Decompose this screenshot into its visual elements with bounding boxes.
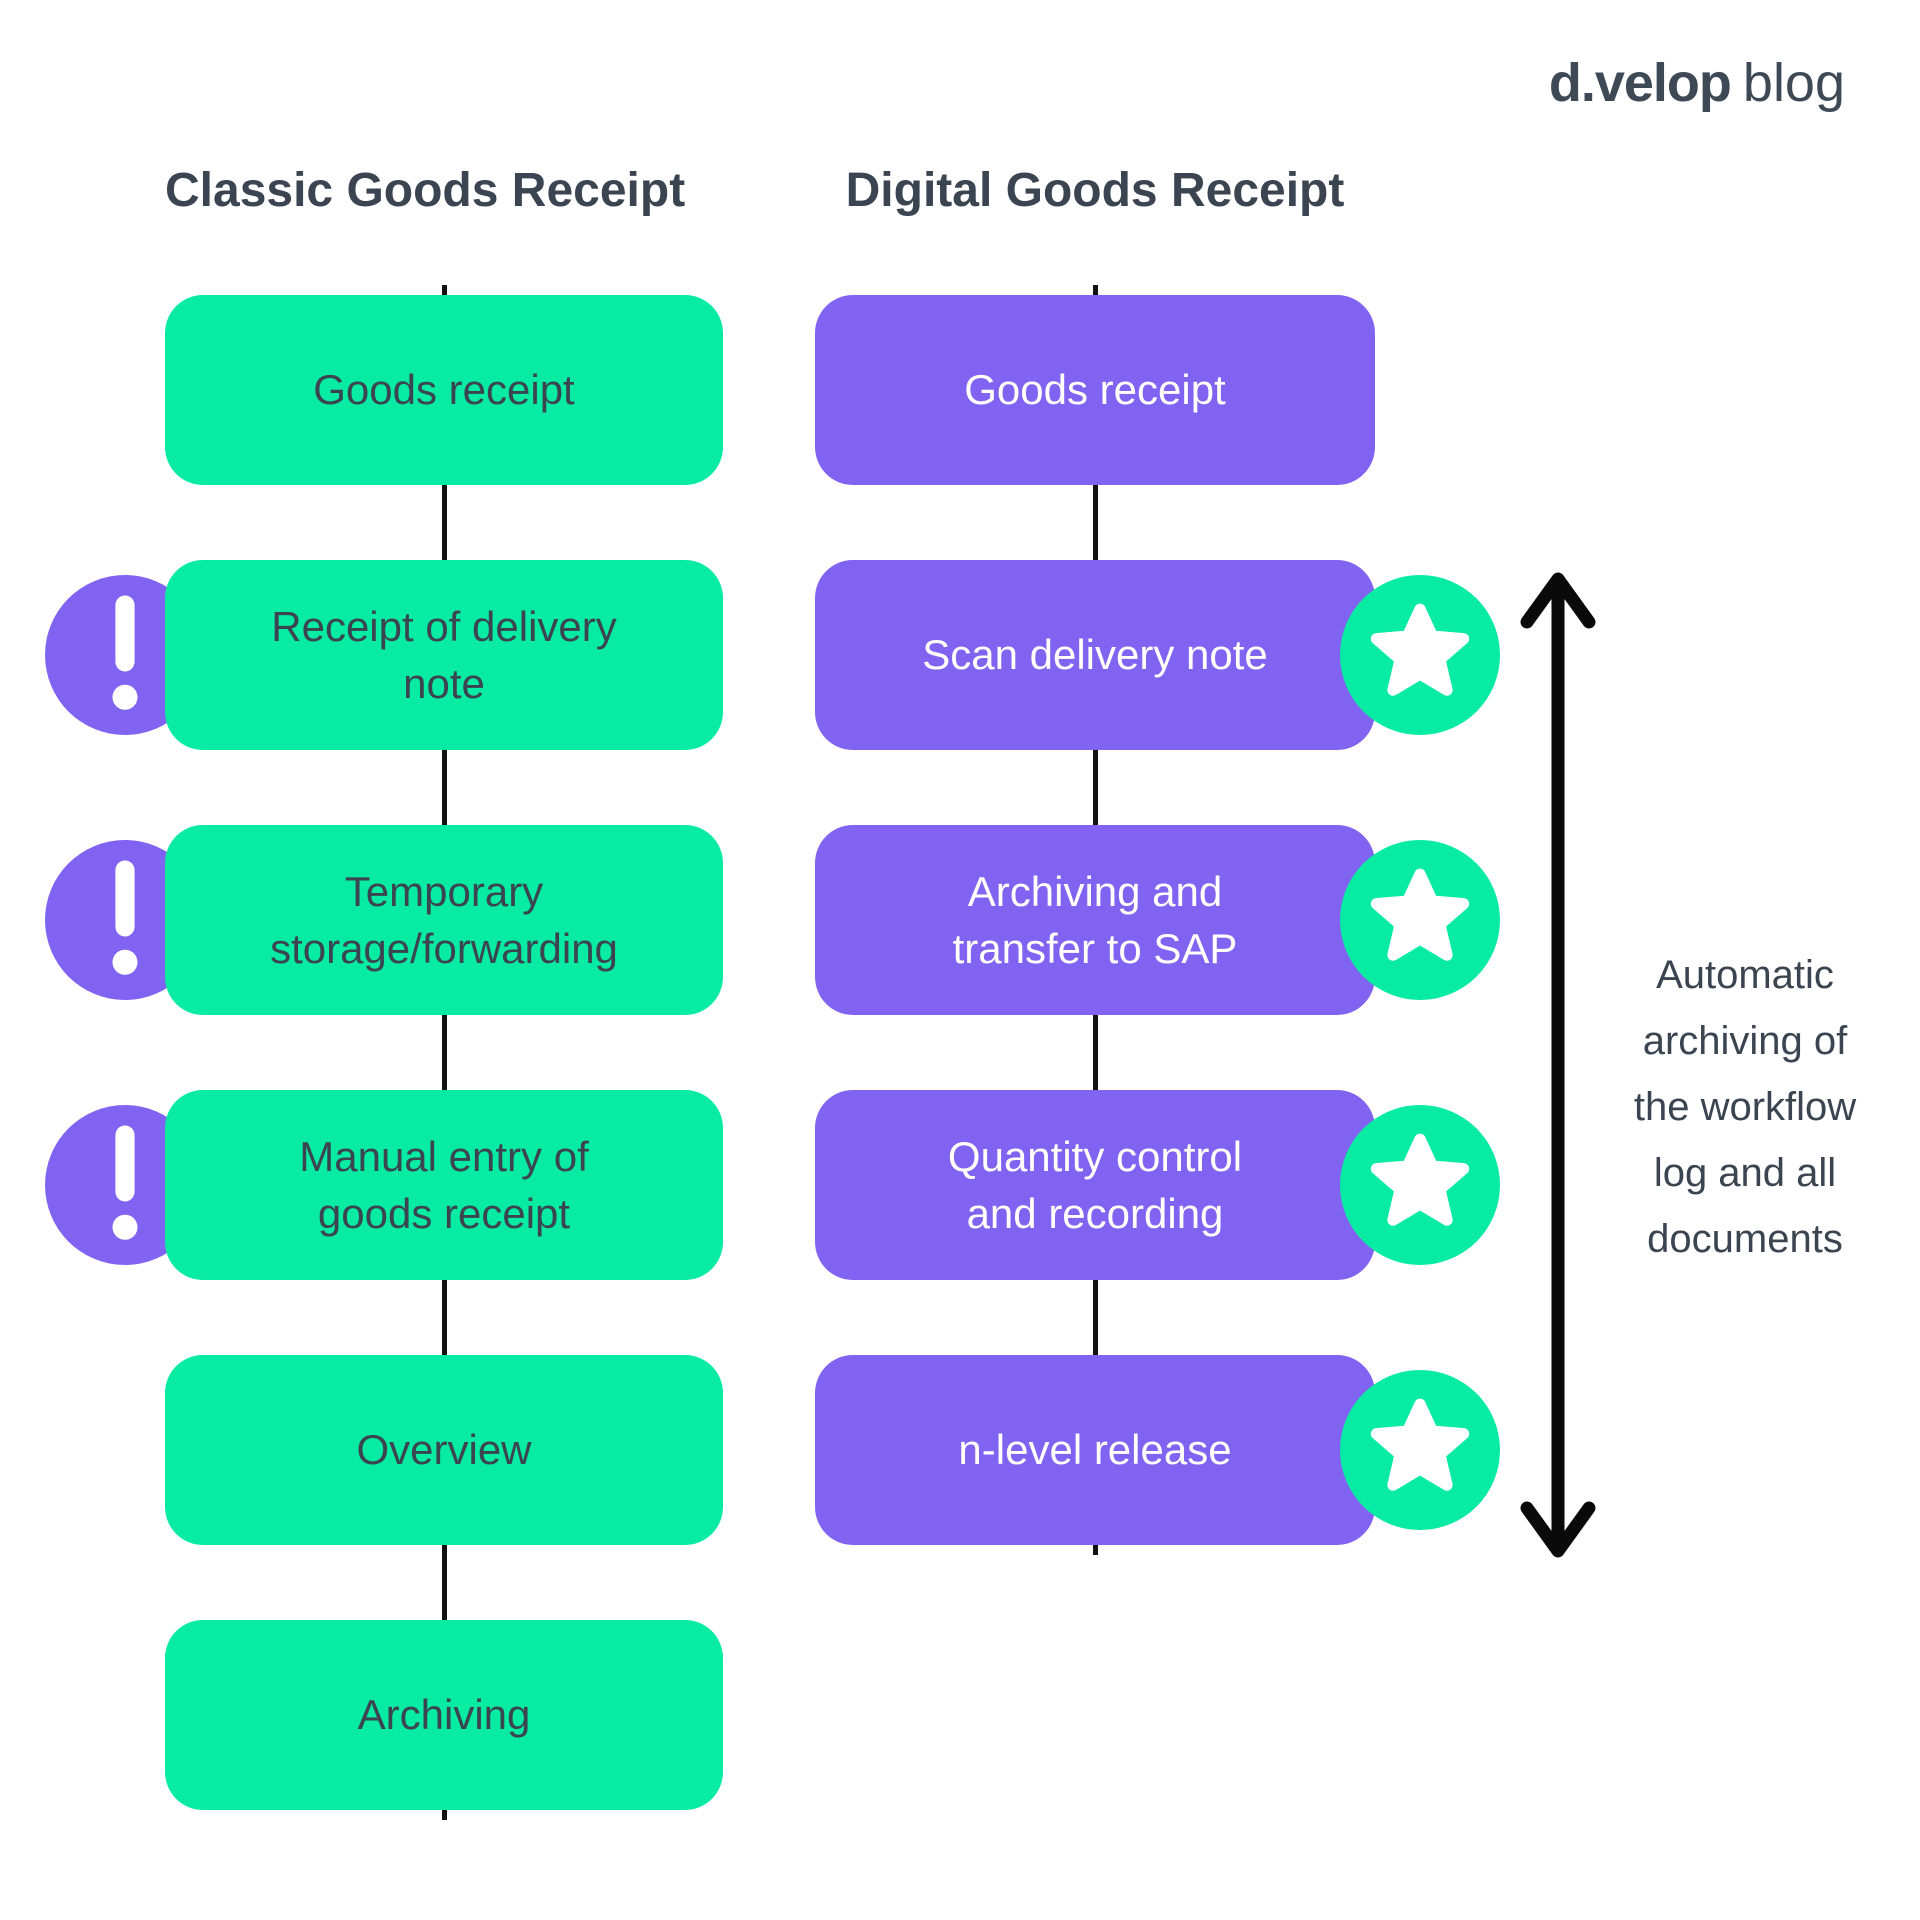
step-digital-n-level-release: n-level release — [815, 1355, 1375, 1545]
exclamation-icon — [101, 594, 149, 717]
step-digital-archiving-transfer-sap: Archiving and transfer to SAP — [815, 825, 1375, 1015]
star-badge — [1340, 840, 1500, 1000]
step-digital-quantity-control: Quantity control and recording — [815, 1090, 1375, 1280]
classic-column-title: Classic Goods Receipt — [165, 164, 686, 217]
star-badge — [1340, 1370, 1500, 1530]
star-badge — [1340, 575, 1500, 735]
star-icon — [1368, 1396, 1472, 1505]
star-badge — [1340, 1105, 1500, 1265]
step-classic-manual-entry: Manual entry of goods receipt — [165, 1090, 723, 1280]
step-classic-archiving: Archiving — [165, 1620, 723, 1810]
classic-connector-line — [442, 285, 447, 1820]
star-icon — [1368, 866, 1472, 975]
brand-suffix: blog — [1742, 53, 1845, 113]
step-classic-temporary-storage: Temporary storage/forwarding — [165, 825, 723, 1015]
star-icon — [1368, 1131, 1472, 1240]
digital-column-title: Digital Goods Receipt — [845, 164, 1345, 217]
step-classic-goods-receipt: Goods receipt — [165, 295, 723, 485]
step-digital-goods-receipt: Goods receipt — [815, 295, 1375, 485]
step-classic-overview: Overview — [165, 1355, 723, 1545]
exclamation-icon — [101, 1124, 149, 1247]
star-icon — [1368, 601, 1472, 710]
brand-name: d.velop — [1548, 53, 1732, 113]
step-digital-scan-delivery-note: Scan delivery note — [815, 560, 1375, 750]
step-classic-receipt-of-delivery-note: Receipt of delivery note — [165, 560, 723, 750]
exclamation-icon — [101, 859, 149, 982]
double-arrow-icon — [1520, 572, 1596, 1558]
automatic-archiving-note: Automatic archiving of the workflow log … — [1633, 953, 1857, 1261]
